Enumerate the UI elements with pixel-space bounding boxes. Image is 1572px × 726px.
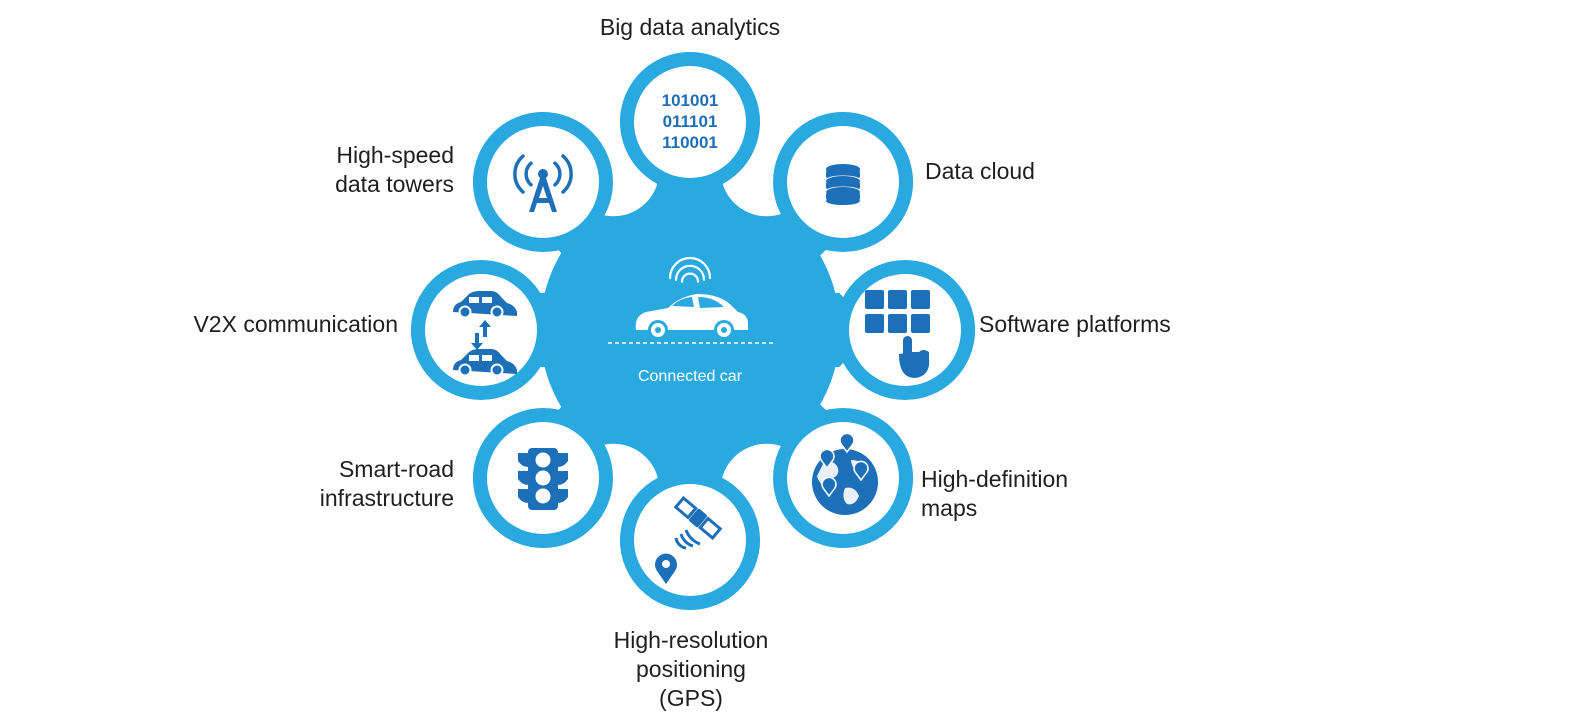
cars-exchange-icon bbox=[453, 291, 517, 377]
label-smart-road-infrastructure: Smart-road infrastructure bbox=[319, 456, 454, 511]
signal-wave bbox=[674, 537, 687, 550]
map-pin bbox=[839, 432, 855, 454]
signal-wave bbox=[679, 533, 694, 548]
disc-big-data bbox=[634, 66, 746, 178]
wave-left bbox=[524, 161, 533, 187]
connected-car-icon bbox=[635, 256, 748, 340]
wifi-wave bbox=[680, 272, 700, 283]
disc-gps bbox=[634, 484, 746, 596]
signal-wave bbox=[684, 529, 701, 546]
map-pin bbox=[853, 460, 869, 482]
radio-tower-icon bbox=[513, 154, 573, 212]
location-pin bbox=[654, 553, 677, 584]
disc-v2x bbox=[425, 274, 537, 386]
satellite bbox=[673, 495, 723, 541]
car-small-icon bbox=[453, 291, 517, 319]
database-icon bbox=[826, 164, 860, 206]
binary-line: 011101 bbox=[663, 112, 718, 131]
globe-map-pins-icon bbox=[812, 432, 878, 515]
map-pin bbox=[821, 476, 837, 498]
car-window bbox=[672, 297, 694, 307]
label-software-platforms: Software platforms bbox=[979, 311, 1171, 337]
binary-line: 101001 bbox=[662, 91, 719, 110]
binary-data-icon: 101001 011101 110001 bbox=[662, 91, 719, 152]
label-data-cloud: Data cloud bbox=[925, 158, 1035, 184]
wave-left bbox=[513, 154, 525, 194]
tower bbox=[529, 178, 557, 212]
node-icons: 101001 011101 110001 bbox=[453, 91, 930, 584]
car-small-icon bbox=[453, 349, 517, 377]
label-v2x-communication: V2X communication bbox=[193, 311, 398, 337]
map-pin bbox=[819, 448, 835, 470]
wave-right bbox=[561, 154, 573, 194]
label-big-data-analytics: Big data analytics bbox=[599, 14, 781, 40]
app-grid-touch-icon bbox=[865, 290, 930, 378]
center-label: Connected car bbox=[637, 368, 743, 385]
satellite-pin-icon bbox=[654, 495, 723, 584]
arrow-up bbox=[479, 320, 491, 337]
label-high-speed-data-towers: High-speed data towers bbox=[335, 142, 454, 197]
binary-line: 110001 bbox=[662, 133, 718, 152]
wifi-wave bbox=[674, 264, 706, 281]
label-high-definition-maps: High-definition maps bbox=[921, 466, 1069, 521]
traffic-light-icon bbox=[518, 448, 568, 510]
wifi-wave bbox=[668, 256, 712, 280]
arrow-down bbox=[471, 333, 483, 350]
wave-right bbox=[553, 161, 562, 187]
center-hub bbox=[608, 256, 774, 344]
label-high-resolution-positioning: High-resolution positioning (GPS) bbox=[613, 627, 769, 711]
car-window bbox=[698, 297, 724, 308]
